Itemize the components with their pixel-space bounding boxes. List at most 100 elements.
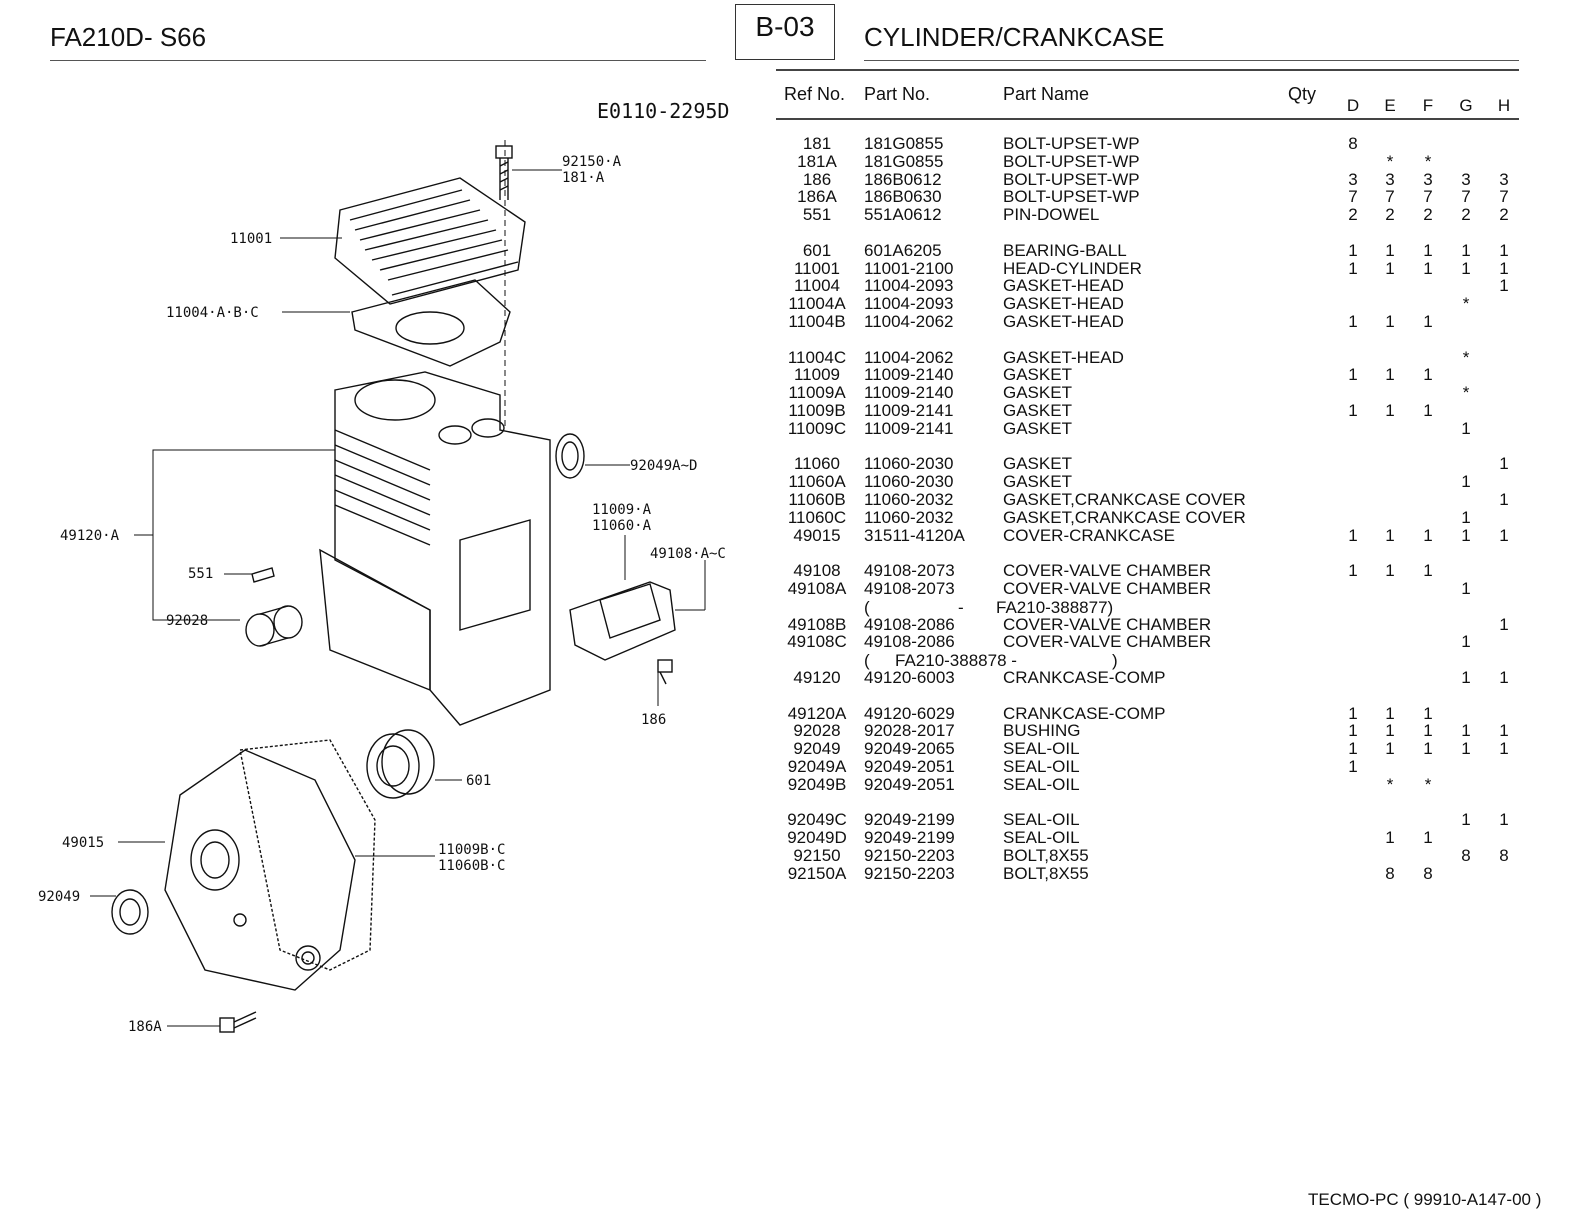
label-186a: 186A bbox=[128, 1019, 162, 1035]
part-name-cell: COVER-VALVE CHAMBER bbox=[1003, 561, 1212, 581]
qty-cell-h: 1 bbox=[1499, 810, 1509, 830]
ref-no-cell: 49108C bbox=[787, 632, 847, 652]
ref-no-cell: 11060C bbox=[787, 507, 847, 527]
ref-no-cell: 11009C bbox=[787, 418, 847, 438]
cylinder-head-shape bbox=[334, 177, 526, 305]
qty-cell-e: 1 bbox=[1385, 312, 1395, 331]
qty-cell-e: 1 bbox=[1385, 703, 1395, 723]
qty-cell-g: 8 bbox=[1461, 846, 1471, 865]
part-name-cell: GASKET bbox=[1003, 472, 1072, 492]
qty-cell-f: 1 bbox=[1423, 525, 1433, 545]
part-no-cell: 49108-2086 bbox=[864, 614, 955, 634]
serial-note-1-end: FA210-388877) bbox=[996, 598, 1114, 617]
qty-cell-h: 1 bbox=[1499, 276, 1509, 296]
qty-cell-f: 1 bbox=[1423, 828, 1433, 848]
ref-no-cell: 11009A bbox=[788, 383, 846, 403]
qty-cell-g: * bbox=[1462, 383, 1470, 403]
ref-no-cell: 11004B bbox=[788, 312, 846, 331]
ref-no-cell: 49108A bbox=[787, 579, 847, 598]
qty-cell-g: 1 bbox=[1461, 525, 1471, 545]
part-no-cell: 11009-2141 bbox=[864, 418, 954, 438]
part-name-cell: GASKET bbox=[1003, 454, 1072, 474]
part-no-cell: 49120-6029 bbox=[864, 703, 955, 723]
qty-cell-g: * bbox=[1462, 294, 1470, 314]
header-part-name: Part Name bbox=[1003, 84, 1090, 104]
header-rule-left bbox=[50, 60, 706, 61]
qty-cell-d: 1 bbox=[1348, 525, 1358, 545]
ref-no-cell: 11004C bbox=[787, 347, 847, 367]
qty-cell-d: 2 bbox=[1348, 205, 1358, 225]
label-92028: 92028 bbox=[166, 613, 208, 629]
qty-cell-g: 1 bbox=[1461, 258, 1471, 278]
ref-no-cell: 49108B bbox=[787, 614, 847, 634]
part-no-cell: 92049-2199 bbox=[864, 810, 955, 830]
serial-note-2-start: FA210-388878 - bbox=[895, 651, 1017, 670]
qty-cell-f: 1 bbox=[1423, 739, 1433, 759]
valve-cover-bolt-shape bbox=[657, 659, 673, 685]
qty-cell-d: 1 bbox=[1348, 258, 1358, 278]
header-qty: Qty bbox=[1288, 84, 1317, 104]
qty-cell-f: 1 bbox=[1423, 312, 1433, 331]
header-col-d: D bbox=[1346, 96, 1360, 115]
part-name-cell: SEAL-OIL bbox=[1003, 828, 1080, 848]
serial-note-1-open: ( bbox=[864, 598, 870, 617]
ref-no-cell: 11009B bbox=[788, 401, 846, 420]
part-name-cell: SEAL-OIL bbox=[1003, 774, 1080, 794]
qty-cell-d: 1 bbox=[1348, 312, 1358, 331]
serial-note-2-close: ) bbox=[1112, 651, 1118, 670]
part-no-cell: 92150-2203 bbox=[864, 863, 955, 883]
part-name-cell: GASKET-HEAD bbox=[1003, 276, 1124, 296]
ref-no-cell: 92049A bbox=[787, 757, 847, 776]
qty-cell-e: 7 bbox=[1385, 187, 1395, 207]
part-name-cell: GASKET-HEAD bbox=[1003, 312, 1124, 331]
ref-no-cell: 601 bbox=[802, 240, 832, 260]
exploded-parts-diagram: E0110-2295D bbox=[38, 99, 729, 1035]
ref-no-cell: 92150A bbox=[787, 863, 847, 883]
part-name-cell: BOLT-UPSET-WP bbox=[1003, 151, 1140, 171]
header-rule-right bbox=[864, 60, 1519, 61]
ref-no-cell: 11060A bbox=[788, 472, 846, 492]
part-name-cell: GASKET bbox=[1003, 383, 1072, 403]
qty-cell-h: 1 bbox=[1499, 258, 1509, 278]
part-no-cell: 11001-2100 bbox=[864, 258, 954, 278]
label-11060b-c: 11060B·C bbox=[438, 858, 505, 874]
ref-no-cell: 181A bbox=[797, 151, 837, 171]
label-186: 186 bbox=[641, 712, 666, 728]
ref-no-cell: 49108 bbox=[793, 561, 841, 581]
part-name-cell: COVER-VALVE CHAMBER bbox=[1003, 632, 1212, 652]
header-col-h: H bbox=[1497, 96, 1511, 115]
part-name-cell: COVER-VALVE CHAMBER bbox=[1003, 614, 1212, 634]
footer-code: TECMO-PC ( 99910-A147-00 ) bbox=[1308, 1190, 1542, 1209]
label-551: 551 bbox=[188, 566, 213, 582]
header-col-g: G bbox=[1459, 96, 1473, 115]
cover-gasket-shape bbox=[239, 739, 376, 971]
qty-cell-d: 7 bbox=[1348, 187, 1358, 207]
part-no-cell: 11060-2030 bbox=[864, 454, 954, 474]
qty-cell-g: 1 bbox=[1461, 721, 1471, 741]
part-name-cell: BOLT,8X55 bbox=[1003, 863, 1089, 883]
qty-cell-e: 2 bbox=[1385, 205, 1395, 225]
qty-cell-e: 1 bbox=[1385, 240, 1395, 260]
label-92049: 92049 bbox=[38, 889, 80, 905]
ref-no-cell: 11060B bbox=[788, 490, 846, 509]
qty-cell-e: * bbox=[1386, 151, 1394, 171]
section-title: CYLINDER/CRANKCASE bbox=[864, 22, 1165, 52]
ref-no-cell: 11004A bbox=[788, 294, 846, 314]
label-601: 601 bbox=[466, 773, 491, 789]
part-no-cell: 186B0630 bbox=[864, 187, 942, 207]
label-49120-a: 49120·A bbox=[60, 528, 120, 544]
qty-cell-h: 1 bbox=[1499, 721, 1509, 741]
crank-oil-seal-shape bbox=[111, 889, 149, 935]
table-header-rule bbox=[776, 118, 1519, 120]
qty-cell-e: 1 bbox=[1385, 561, 1395, 581]
qty-cell-d: 1 bbox=[1348, 561, 1358, 581]
part-no-cell: 11004-2062 bbox=[864, 312, 954, 331]
valve-cover-shape bbox=[569, 581, 676, 661]
part-no-cell: 11060-2032 bbox=[864, 490, 954, 509]
